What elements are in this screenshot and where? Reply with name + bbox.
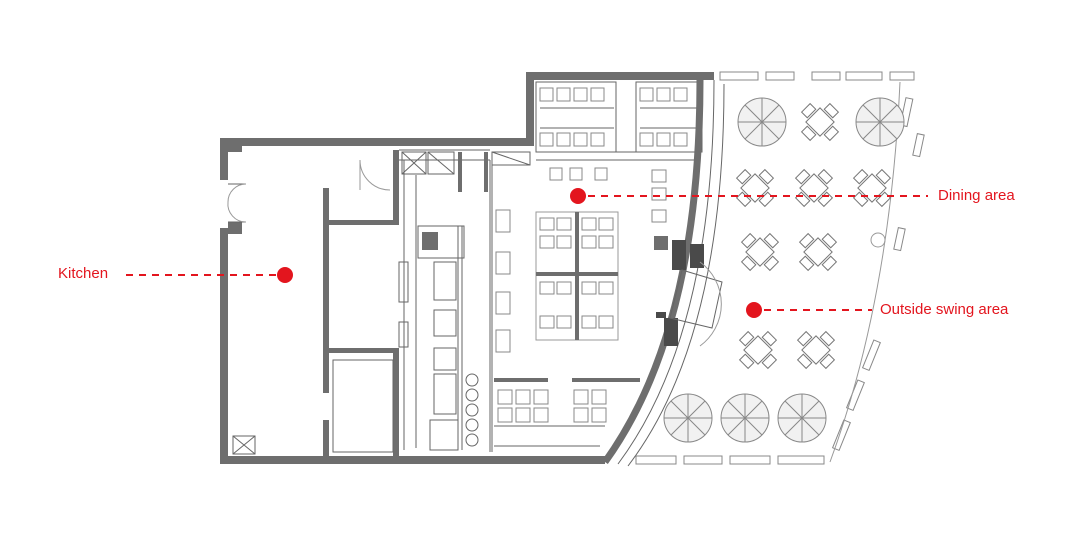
outside-swing-area-label: Outside swing area xyxy=(880,301,1009,318)
kitchen-doors xyxy=(227,183,247,223)
annotations xyxy=(126,188,928,318)
outside-swing-marker xyxy=(746,302,762,318)
dining-marker xyxy=(570,188,586,204)
kitchen-partitions xyxy=(232,149,490,456)
terrace-square-tables xyxy=(735,102,892,370)
dining-area-label: Dining area xyxy=(938,187,1015,204)
curved-facade xyxy=(602,79,725,467)
exterior-walls xyxy=(220,72,714,464)
outside-terrace xyxy=(635,71,925,465)
kitchen-marker xyxy=(277,267,293,283)
kitchen-equipment xyxy=(401,151,531,451)
umbrella-tables xyxy=(663,97,905,443)
kitchen-label: Kitchen xyxy=(58,265,109,282)
dining-interior xyxy=(489,81,703,452)
